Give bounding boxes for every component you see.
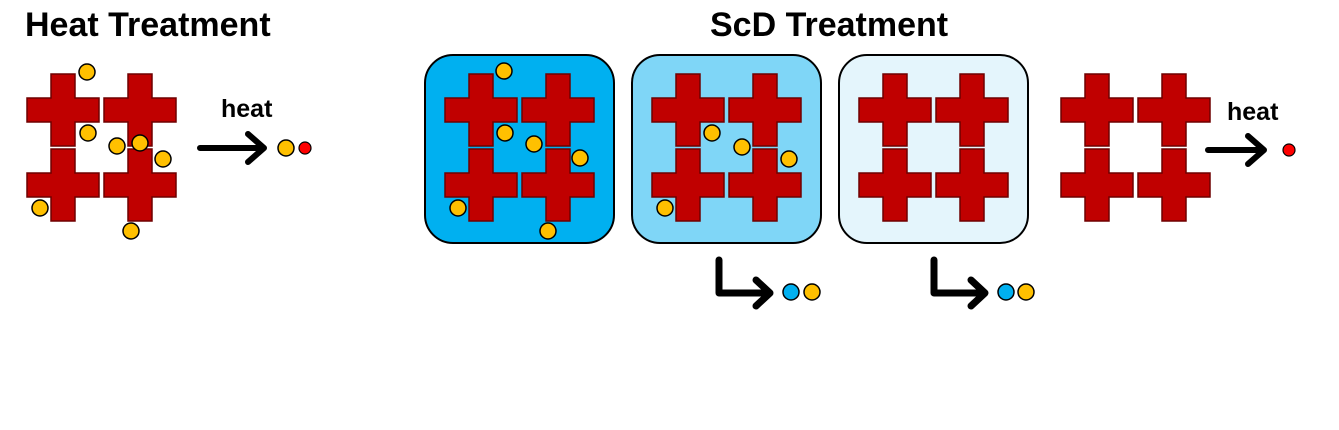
heat-framework-panel: [26, 63, 177, 240]
scd-panel-stage-3: [838, 54, 1029, 244]
scd-treatment-title: ScD Treatment: [710, 6, 948, 44]
yellow-circle-icon: [449, 199, 467, 217]
bent-arrow-icon: [715, 256, 774, 310]
right-arrow-icon: [197, 131, 267, 165]
framework-grid: [1060, 73, 1211, 222]
heat-label: heat: [221, 95, 273, 123]
scd-panel-stage-2: [631, 54, 822, 244]
yellow-circle-icon: [79, 124, 97, 142]
right-arrow-icon: [1205, 133, 1267, 167]
yellow-circle-icon: [495, 62, 513, 80]
red-cross-icon: [1137, 73, 1211, 147]
blue-circle-icon: [997, 283, 1015, 301]
red-cross-icon: [1060, 148, 1134, 222]
yellow-circle-icon: [571, 149, 589, 167]
heat-treatment-title: Heat Treatment: [25, 6, 271, 44]
bent-arrow-icon: [930, 256, 989, 310]
yellow-circle-icon: [656, 199, 674, 217]
yellow-circle-icon: [108, 137, 126, 155]
yellow-circle-icon: [496, 124, 514, 142]
red-cross-icon: [1137, 148, 1211, 222]
heat-label: heat: [1227, 98, 1279, 126]
yellow-circle-icon: [31, 199, 49, 217]
blue-circle-icon: [782, 283, 800, 301]
framework-grid: [26, 73, 177, 222]
yellow-circle-icon: [154, 150, 172, 168]
heat-arrow-group-left: heat: [197, 95, 312, 165]
yellow-circle-icon: [733, 138, 751, 156]
yellow-circle-icon: [277, 139, 295, 157]
yellow-circle-icon: [131, 134, 149, 152]
yellow-circle-icon: [78, 63, 96, 81]
yellow-circle-icon: [703, 124, 721, 142]
red-circle-icon: [298, 141, 312, 155]
bent-arrow-group-2: [930, 256, 1035, 310]
solvent-box: [838, 54, 1029, 244]
bent-arrow-group-1: [715, 256, 821, 310]
scd-panel-stage-1: [424, 54, 615, 244]
yellow-circle-icon: [525, 135, 543, 153]
yellow-circle-icon: [803, 283, 821, 301]
red-cross-icon: [1060, 73, 1134, 147]
activated-framework-panel: [1060, 73, 1211, 222]
yellow-circle-icon: [539, 222, 557, 240]
heat-arrow-group-right: heat: [1205, 98, 1296, 167]
yellow-circle-icon: [780, 150, 798, 168]
red-circle-icon: [1282, 143, 1296, 157]
yellow-circle-icon: [1017, 283, 1035, 301]
yellow-circle-icon: [122, 222, 140, 240]
